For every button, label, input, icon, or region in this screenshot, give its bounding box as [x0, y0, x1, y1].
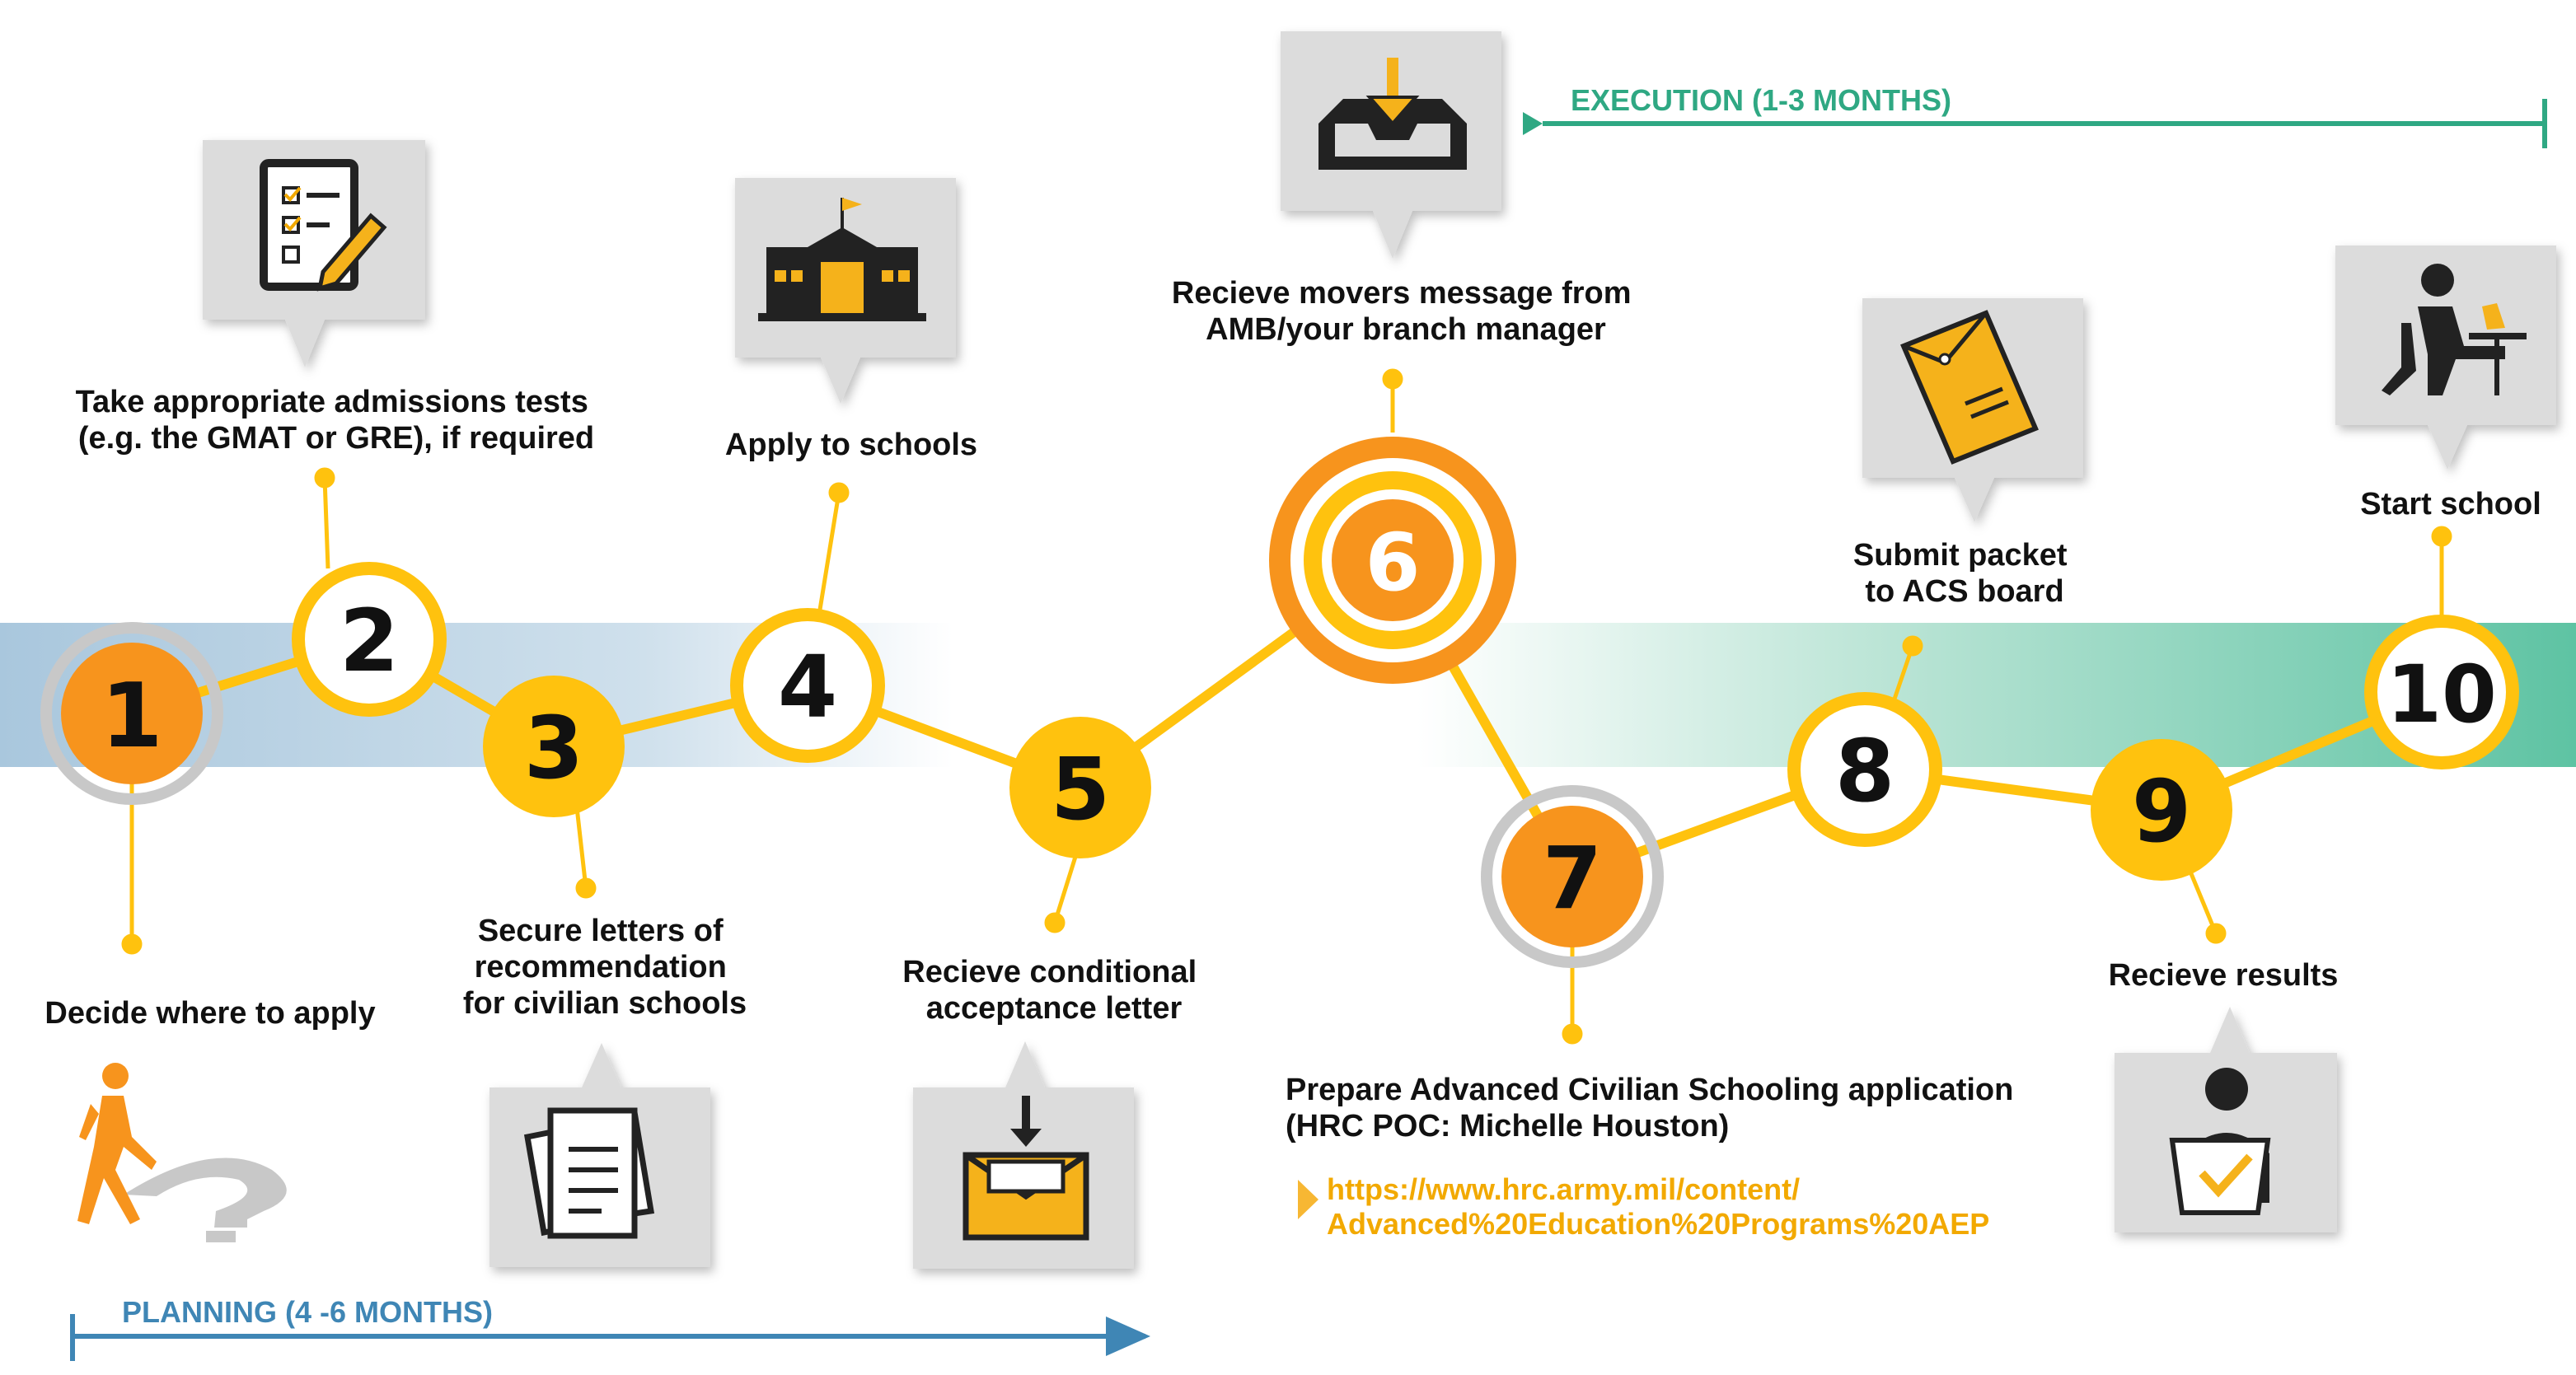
node-10: 10: [2364, 615, 2519, 769]
checklist-pencil-icon: [203, 140, 425, 367]
documents-icon: [489, 1043, 710, 1267]
node-7-number: 7: [1543, 828, 1602, 928]
person-checkmark-board-icon: [2115, 1007, 2337, 1232]
inbox-download-icon: [1281, 31, 1501, 259]
step-1-label: Decide where to apply: [44, 996, 375, 1031]
node-1-number: 1: [101, 665, 162, 768]
node-2: 2: [292, 562, 447, 717]
node-4: 4: [730, 608, 885, 763]
node-5-number: 5: [1051, 739, 1110, 839]
envelope-download-icon: [913, 1041, 1134, 1269]
node-9-number: 9: [2132, 761, 2191, 862]
execution-phase-label: EXECUTION (1-3 MONTHS): [1571, 83, 1951, 117]
node-5: 5: [1009, 717, 1151, 858]
folder-packet-icon: [1862, 298, 2083, 522]
hrc-link-text[interactable]: https://www.hrc.army.mil/content/ Advanc…: [1327, 1172, 1989, 1241]
timeline-path: [130, 555, 2444, 882]
node-8-number: 8: [1835, 721, 1895, 821]
node-6: 6: [1269, 437, 1516, 684]
step-4-label: Apply to schools: [725, 428, 977, 462]
step-10-label: Start school: [2360, 487, 2541, 521]
step-7-label: Prepare Advanced Civilian Schooling appl…: [1286, 1073, 2022, 1143]
node-9: 9: [2091, 739, 2232, 881]
execution-phase: EXECUTION (1-3 MONTHS): [1523, 83, 2547, 148]
step-9-label: Recieve results: [2109, 958, 2339, 993]
node-6-number: 6: [1365, 517, 1421, 609]
node-3: 3: [483, 676, 625, 817]
step-2-label: Take appropriate admissions tests (e.g. …: [76, 385, 597, 456]
step-8-label: Submit packet to ACS board: [1853, 538, 2076, 609]
school-building-icon: [735, 178, 956, 404]
step-6-label: Recieve movers message from AMB/your bra…: [1172, 276, 1640, 347]
node-4-number: 4: [778, 637, 837, 737]
walking-person-question-icon: [77, 1063, 287, 1242]
step-3-label: Secure letters of recommendation for civ…: [463, 914, 747, 1021]
planning-phase-label: PLANNING (4 -6 MONTHS): [122, 1295, 493, 1329]
leader-lines: [121, 368, 2452, 1045]
planning-phase: PLANNING (4 -6 MONTHS): [70, 1295, 1150, 1361]
student-desk-icon: [2335, 246, 2556, 470]
node-8: 8: [1787, 692, 1942, 847]
node-1: 1: [40, 622, 223, 805]
hrc-link[interactable]: https://www.hrc.army.mil/content/ Advanc…: [1298, 1172, 1989, 1241]
step-5-label: Recieve conditional acceptance letter: [902, 955, 1205, 1026]
link-arrow-icon: [1298, 1180, 1318, 1219]
node-7: 7: [1481, 785, 1664, 968]
node-10-number: 10: [2386, 648, 2497, 741]
node-2-number: 2: [340, 591, 399, 691]
node-3-number: 3: [524, 698, 583, 798]
